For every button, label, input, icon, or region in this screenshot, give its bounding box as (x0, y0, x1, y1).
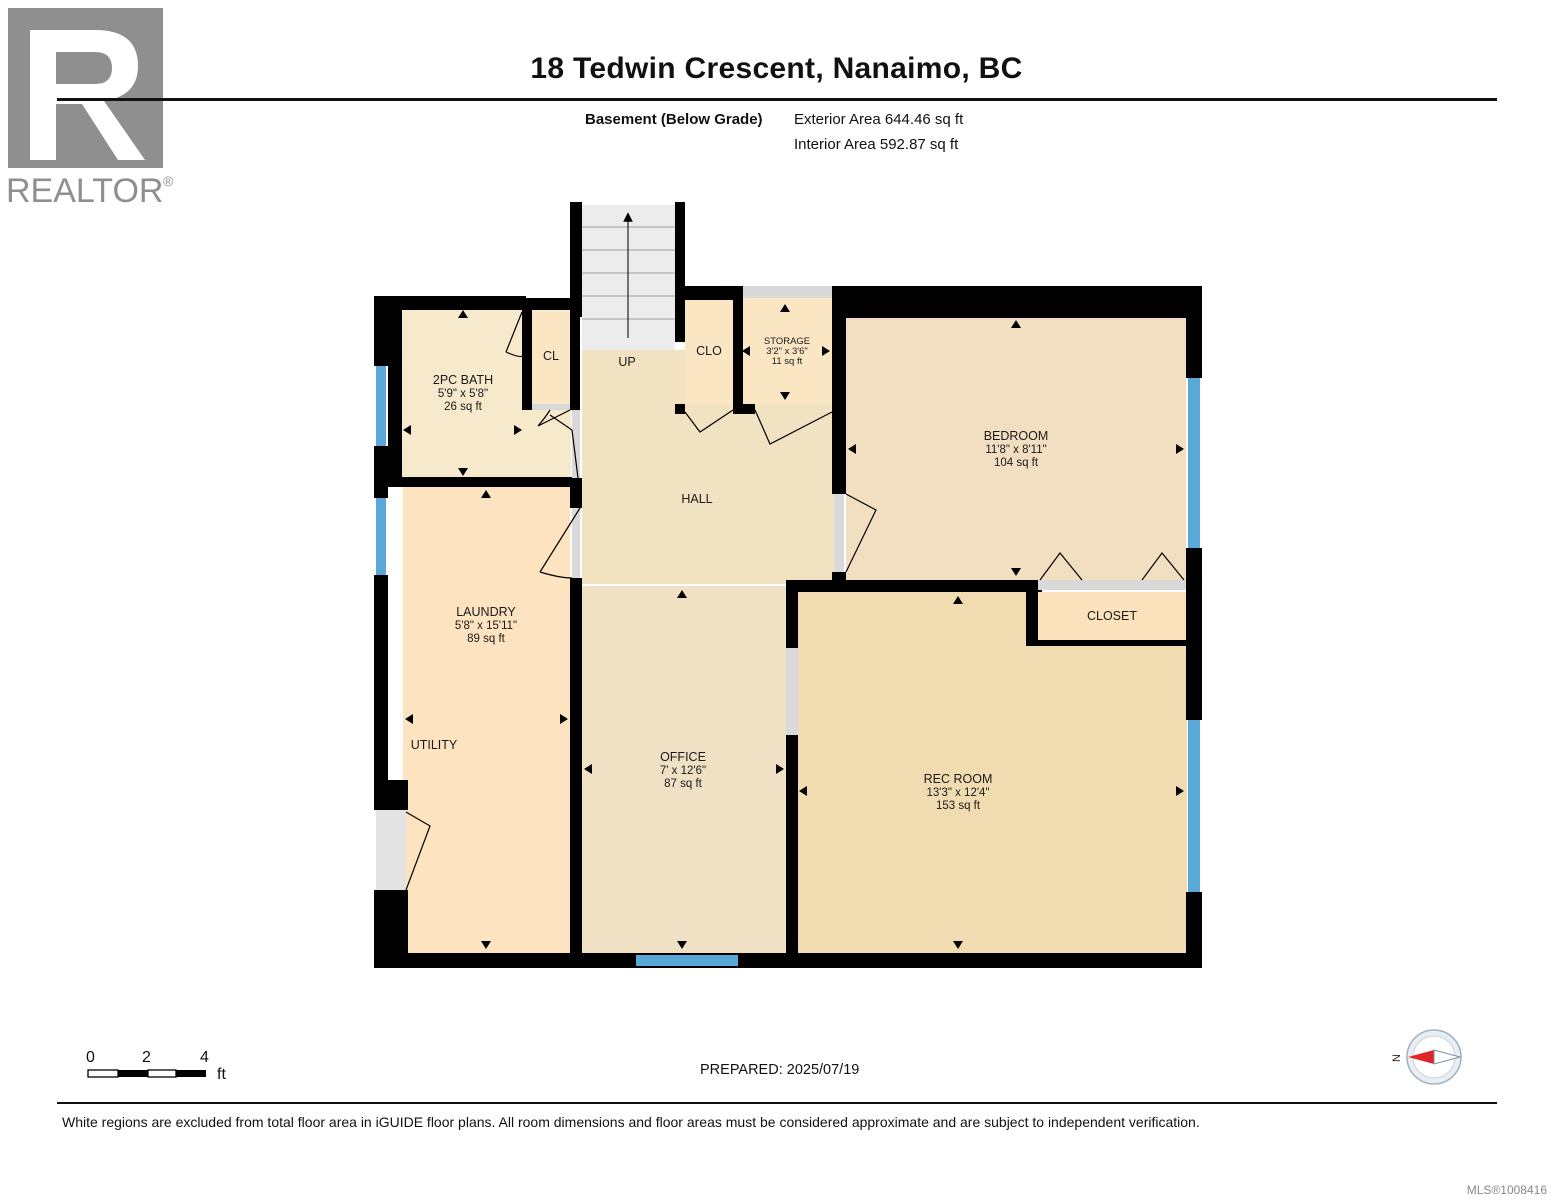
window-laundry (376, 498, 386, 575)
bath-name: 2PC BATH (433, 373, 493, 387)
page-title: 18 Tedwin Crescent, Nanaimo, BC (530, 52, 1023, 85)
closet-fill (1036, 592, 1186, 640)
clo-name: CLO (696, 344, 722, 358)
rec-room-area: 153 sq ft (936, 800, 981, 812)
rec-room-name: REC ROOM (924, 772, 993, 786)
level-name: Basement (Below Grade) (585, 111, 763, 128)
mls-number: MLS®1008416 (1466, 1183, 1547, 1197)
dimension-arrows (403, 304, 1184, 949)
bedroom-dims: 11'8" x 8'11" (985, 444, 1046, 456)
bedroom-area: 104 sq ft (994, 457, 1039, 469)
footer-divider (57, 1102, 1497, 1104)
prepared-date: PREPARED: 2025/07/19 (700, 1062, 860, 1078)
office-area: 87 sq ft (664, 778, 703, 790)
laundry-fill (403, 487, 570, 953)
exterior-door-opening (376, 810, 406, 890)
laundry-area: 89 sq ft (467, 633, 506, 645)
scale-tick-2: 2 (142, 1049, 151, 1066)
interior-area: Interior Area 592.87 sq ft (794, 136, 959, 153)
title-divider (57, 98, 1497, 101)
cl-fill (532, 312, 570, 402)
stairs-up-label: UP (618, 355, 635, 369)
utility-name: UTILITY (411, 738, 458, 752)
window-bedroom (1188, 378, 1200, 548)
scale-bar: 0 2 4 ft (86, 1049, 226, 1083)
bedroom-name: BEDROOM (984, 429, 1049, 443)
bath-dims: 5'9" x 5'8" (438, 388, 488, 400)
window-office (636, 955, 738, 966)
office-dims: 7' x 12'6" (660, 765, 706, 777)
compass-icon: N (1391, 1029, 1462, 1085)
office-fill (582, 586, 786, 953)
cl-name: CL (543, 349, 559, 363)
realtor-logo: REALTOR ® (6, 8, 174, 210)
rec-room-dims: 13'3" x 12'4" (926, 787, 989, 799)
scale-tick-0: 0 (86, 1049, 95, 1066)
storage-fill (742, 298, 832, 404)
windows (376, 366, 1200, 966)
rec-room-fill (797, 592, 1187, 953)
closet-name: CLOSET (1087, 609, 1137, 623)
scale-unit: ft (217, 1066, 226, 1083)
window-bath (376, 366, 386, 446)
storage-name: STORAGE (764, 336, 810, 347)
realtor-wordmark: REALTOR (6, 172, 163, 210)
compass-north-label: N (1391, 1054, 1403, 1062)
laundry-dims: 5'8" x 15'11" (455, 620, 517, 632)
bath-area: 26 sq ft (444, 401, 483, 413)
hall-name: HALL (681, 492, 712, 506)
storage-area: 11 sq ft (772, 356, 803, 367)
registered-mark: ® (163, 173, 174, 189)
window-rec-room (1188, 720, 1200, 892)
walls (374, 202, 1202, 968)
r-letter-shape (30, 30, 145, 160)
scale-tick-4: 4 (200, 1049, 209, 1066)
clo-fill (685, 300, 733, 404)
laundry-name: LAUNDRY (456, 605, 516, 619)
exterior-area: Exterior Area 644.46 sq ft (794, 111, 964, 128)
office-name: OFFICE (660, 750, 706, 764)
bedroom-fill (846, 318, 1186, 580)
disclaimer: White regions are excluded from total fl… (62, 1114, 1200, 1130)
openings (532, 286, 1186, 735)
door-swings (405, 311, 1185, 891)
storage-dims: 3'2" x 3'6" (766, 346, 808, 357)
